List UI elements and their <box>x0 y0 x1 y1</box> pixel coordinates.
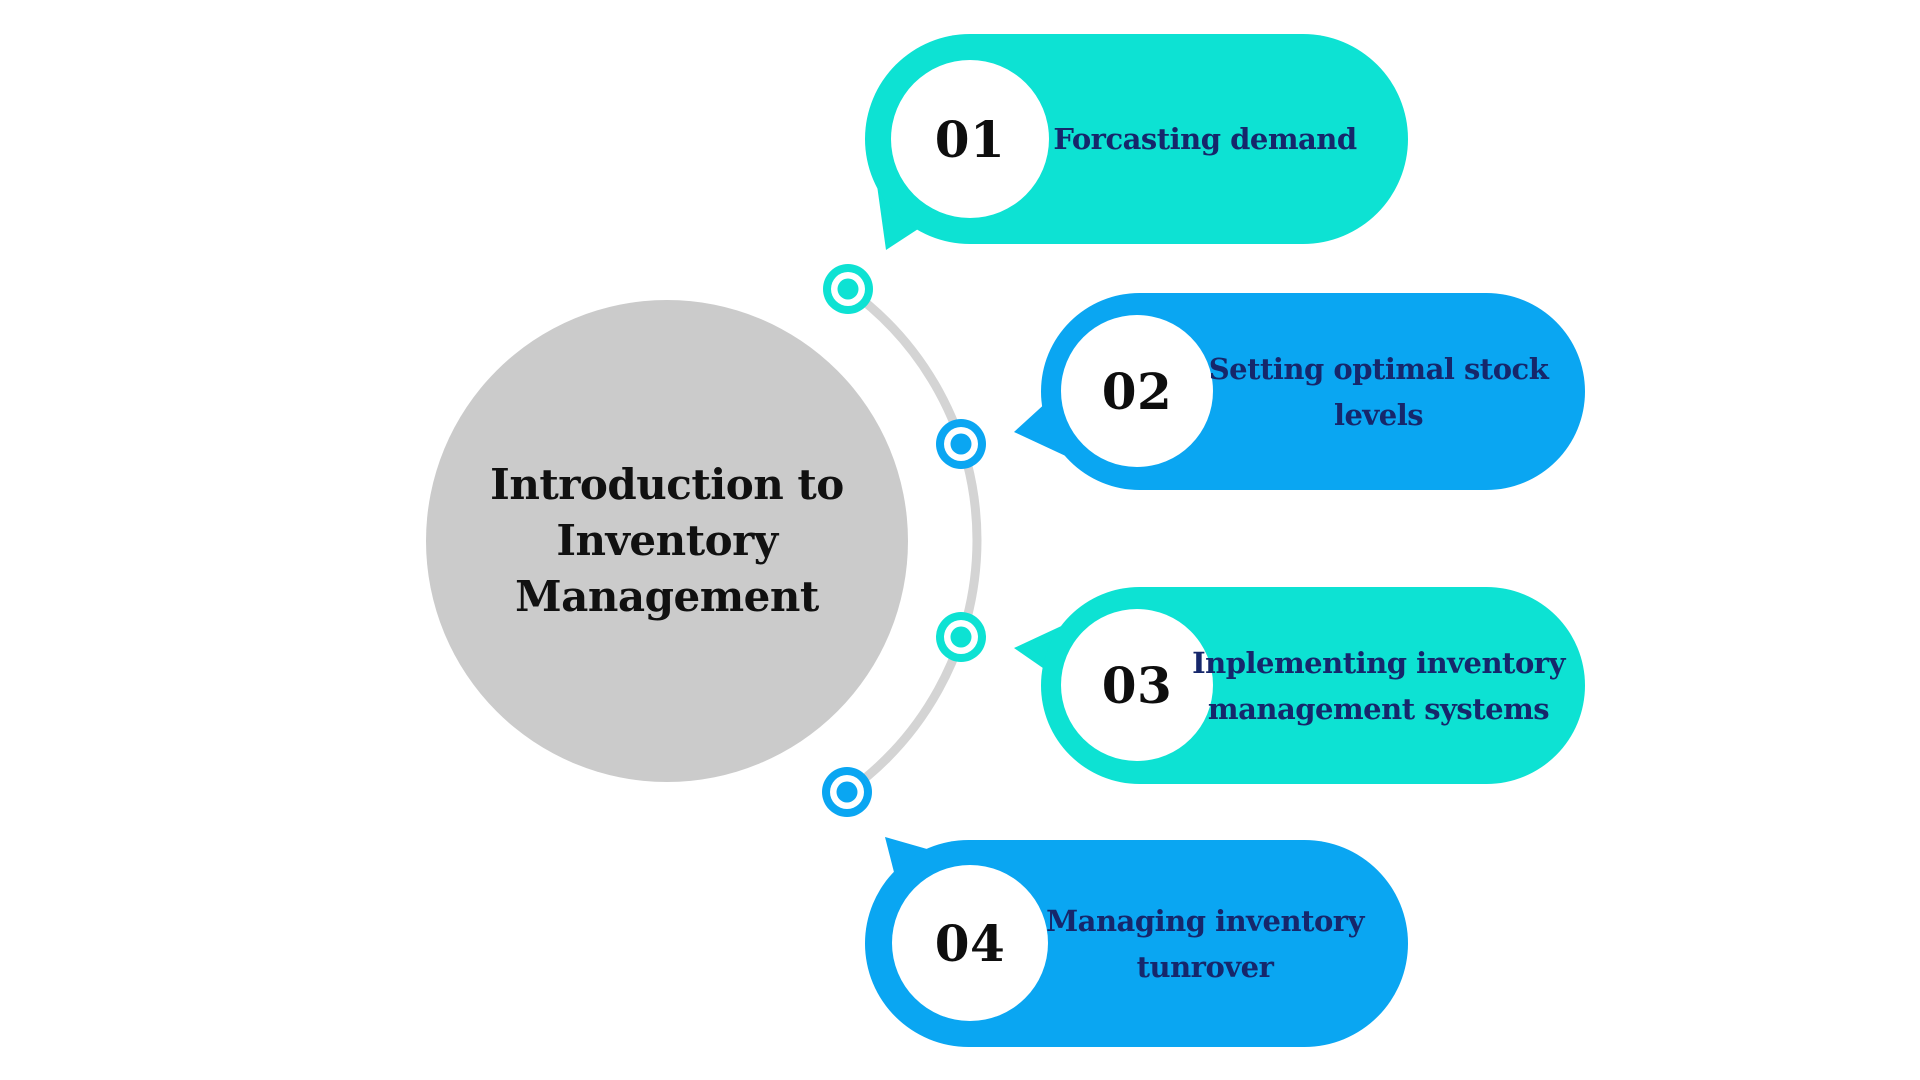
marker-dot <box>836 781 858 803</box>
step-2-label-line: Setting optimal stock <box>1208 351 1549 386</box>
central-topic-title-line: Inventory <box>556 516 778 565</box>
step-1-number-badge: 01 <box>891 60 1049 218</box>
marker-dot <box>950 433 972 455</box>
step-4-marker <box>822 767 872 817</box>
step-1-number: 01 <box>934 109 1006 169</box>
step-4-label-line: Managing inventory <box>1046 903 1364 938</box>
step-3-number: 03 <box>1101 655 1173 715</box>
marker-dot <box>950 626 972 648</box>
step-4-label-line: tunrover <box>1136 949 1274 984</box>
step-1-marker <box>823 264 873 314</box>
step-4-label: Managing inventory tunrover <box>1035 840 1375 1047</box>
step-4-bubble: 04 Managing inventory tunrover <box>865 840 1408 1047</box>
central-topic-circle: Introduction to Inventory Management <box>426 300 908 782</box>
step-3-label: Inplementing inventory management system… <box>1192 587 1565 784</box>
step-2-number-badge: 02 <box>1061 315 1213 467</box>
step-1-label: Forcasting demand <box>1035 34 1375 244</box>
step-1-bubble: 01 Forcasting demand <box>865 34 1408 244</box>
central-topic-title-line: Management <box>515 572 819 621</box>
central-topic-title-line: Introduction to <box>490 460 844 509</box>
step-2-bubble: 02 Setting optimal stock levels <box>1041 293 1585 490</box>
step-2-label-line: levels <box>1333 397 1424 432</box>
step-2-marker <box>936 419 986 469</box>
step-3-number-badge: 03 <box>1061 609 1213 761</box>
step-3-label-line: Inplementing inventory <box>1192 645 1565 680</box>
step-2-label: Setting optimal stock levels <box>1201 293 1556 490</box>
step-4-number-badge: 04 <box>892 865 1048 1021</box>
step-3-bubble: 03 Inplementing inventory management sys… <box>1041 587 1585 784</box>
marker-dot <box>837 278 859 300</box>
step-3-label-line: management systems <box>1207 691 1550 726</box>
step-4-number: 04 <box>934 913 1006 973</box>
connector-arc <box>842 284 982 797</box>
step-3-marker <box>936 612 986 662</box>
step-1-label-line: Forcasting demand <box>1053 122 1357 156</box>
step-2-number: 02 <box>1101 361 1173 421</box>
